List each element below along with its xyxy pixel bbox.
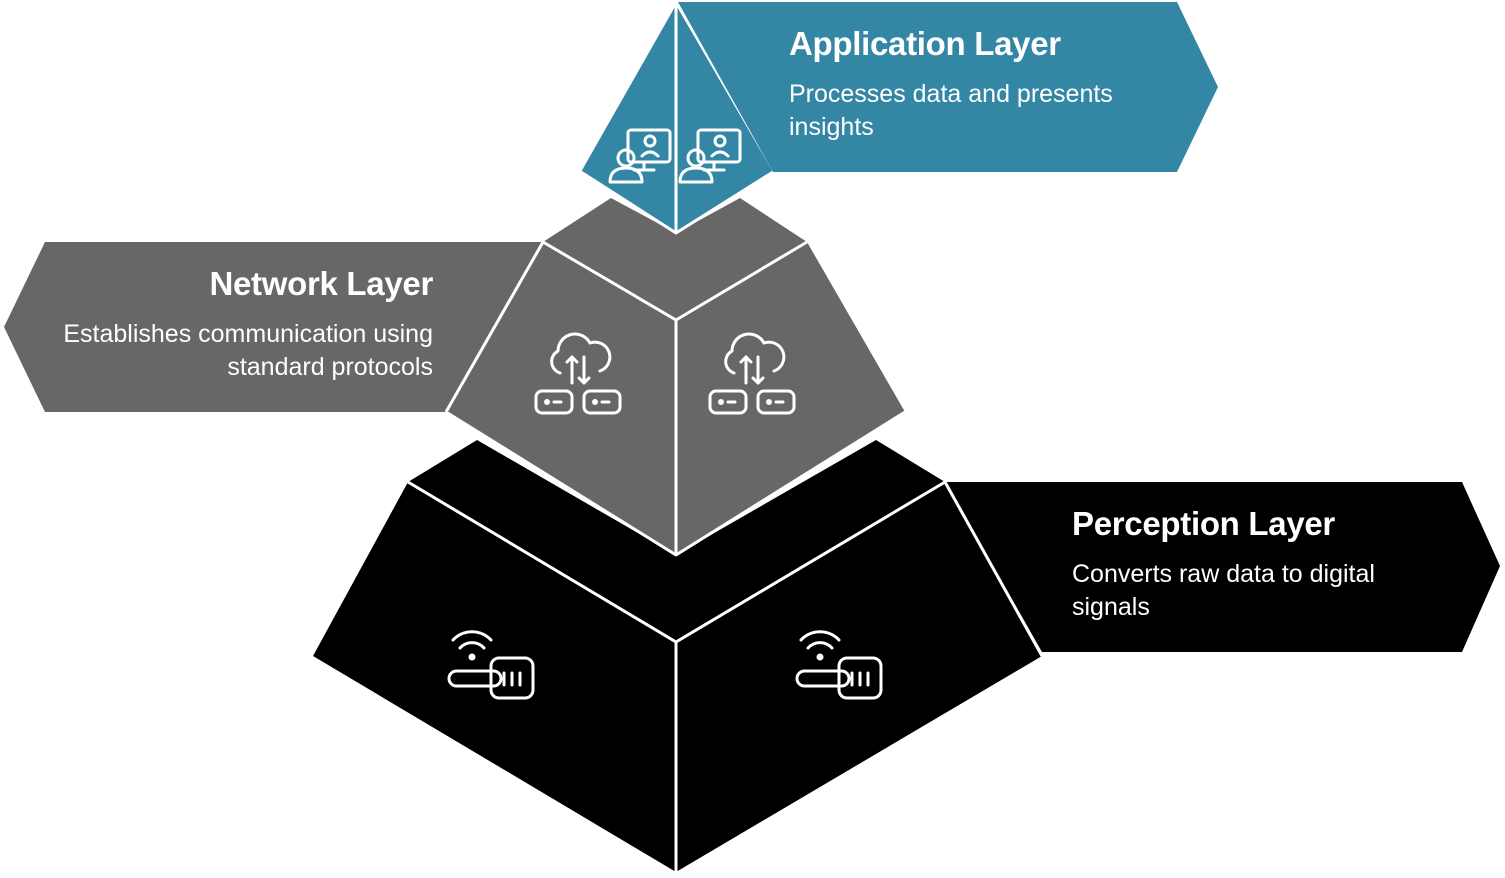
application-layer-title: Application Layer [789, 25, 1061, 62]
network-right-face [676, 242, 905, 555]
network-layer-description: Establishes communication using standard… [63, 320, 433, 381]
application-layer-description: Processes data and presents insights [789, 80, 1113, 141]
application-right-face [676, 5, 773, 233]
application-layer [580, 2, 1218, 235]
application-layer-label: Application Layer Processes data and pre… [789, 24, 1189, 144]
perception-layer-description: Converts raw data to digital signals [1072, 560, 1375, 621]
perception-layer-title: Perception Layer [1072, 505, 1335, 542]
perception-layer [313, 440, 1500, 872]
network-left-face [446, 242, 676, 555]
perception-left-face [313, 482, 676, 872]
perception-banner [945, 482, 1500, 652]
network-banner [4, 242, 543, 412]
perception-top-face [408, 440, 945, 642]
application-left-face [581, 5, 676, 233]
application-banner [678, 2, 1218, 172]
network-top-face [543, 198, 807, 320]
perception-layer-label: Perception Layer Converts raw data to di… [1072, 504, 1432, 624]
network-layer [4, 198, 906, 557]
network-layer-title: Network Layer [209, 265, 433, 302]
network-layer-label: Network Layer Establishes communication … [60, 264, 433, 384]
